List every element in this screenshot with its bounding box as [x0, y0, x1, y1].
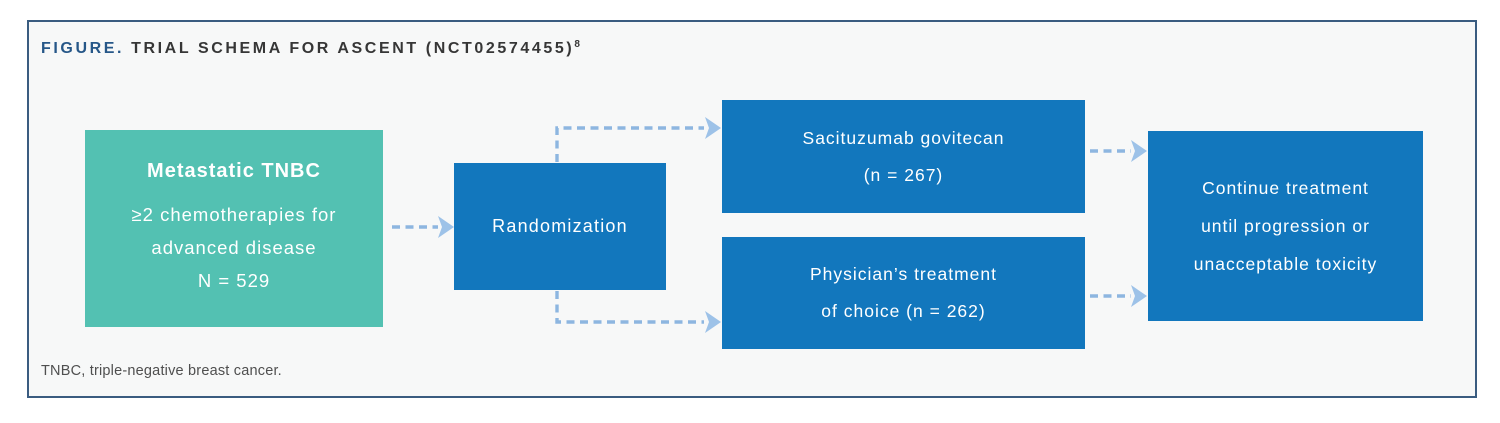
arm-physician-choice-box: Physician’s treatment of choice (n = 262…	[722, 237, 1085, 349]
figure-title-text: TRIAL SCHEMA FOR ASCENT (NCT02574455)	[131, 40, 575, 57]
population-box: Metastatic TNBC ≥2 chemotherapies for ad…	[85, 130, 383, 327]
figure-label: FIGURE.	[41, 40, 125, 57]
arm-physician-line-2: of choice (n = 262)	[821, 301, 986, 321]
arm-sacituzumab-line-1: Sacituzumab govitecan	[802, 127, 1005, 148]
arm-sacituzumab-line-2: (n = 267)	[863, 164, 944, 185]
figure-footnote: TNBC, triple-negative breast cancer.	[41, 363, 282, 379]
outcome-line-1: Continue treatment	[1202, 178, 1369, 198]
figure-reference-superscript: 8	[574, 39, 580, 50]
population-line-2: advanced disease	[151, 237, 317, 258]
arm-physician-line-1: Physician’s treatment	[809, 264, 997, 284]
randomization-box: Randomization	[454, 163, 666, 290]
population-line-3: N = 529	[197, 270, 271, 291]
arm-sacituzumab-box: Sacituzumab govitecan (n = 267)	[722, 100, 1085, 213]
outcome-box: Continue treatment until progression or …	[1148, 131, 1423, 321]
population-line-1: ≥2 chemotherapies for	[131, 204, 337, 225]
randomization-label: Randomization	[492, 216, 628, 236]
outcome-line-2: until progression or	[1201, 216, 1370, 236]
population-title: Metastatic TNBC	[147, 160, 321, 182]
figure-title: FIGURE. TRIAL SCHEMA FOR ASCENT (NCT02574…	[41, 39, 580, 57]
outcome-line-3: unacceptable toxicity	[1193, 254, 1378, 274]
